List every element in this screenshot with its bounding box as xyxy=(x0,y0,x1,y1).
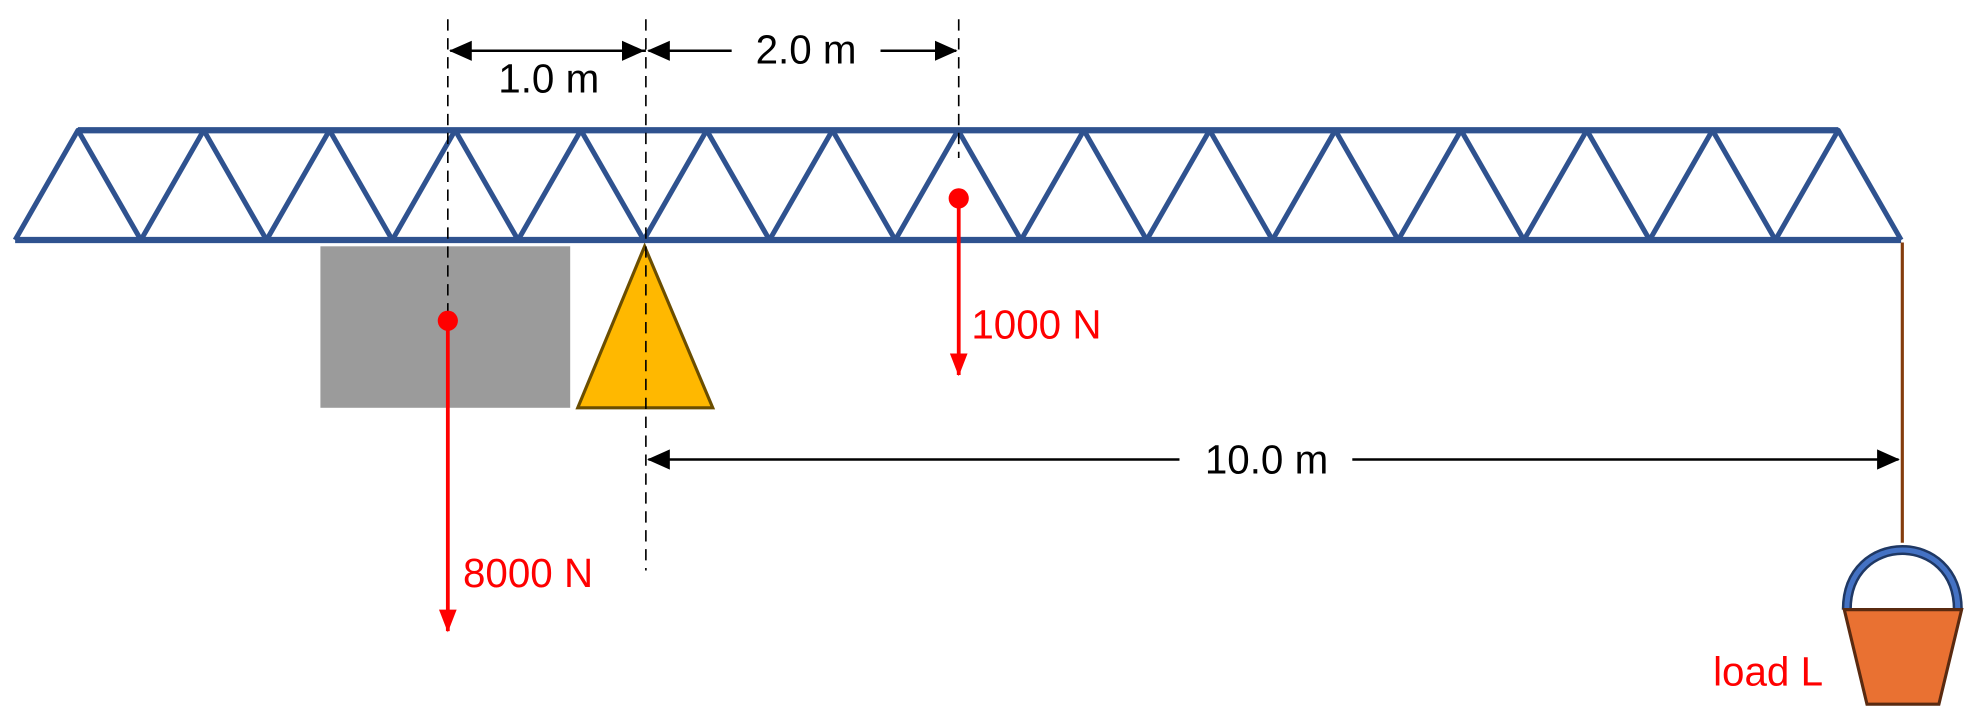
force-label-8000: 8000 N xyxy=(463,550,593,596)
center-of-mass-dot xyxy=(948,188,969,209)
dimension-2m: 2.0 m xyxy=(647,26,958,72)
dimension-10m: 10.0 m xyxy=(647,436,1900,482)
force-label-1000: 1000 N xyxy=(971,301,1101,347)
dimension-label-1m: 1.0 m xyxy=(498,55,599,101)
reference-lines xyxy=(447,19,960,571)
bucket-handle xyxy=(1841,545,1963,610)
dimension-label-2m: 2.0 m xyxy=(756,26,857,72)
center-of-mass-dot xyxy=(437,310,458,331)
dimension-1m: 1.0 m xyxy=(449,40,646,101)
bucket xyxy=(1842,608,1964,706)
force-counterweight: 8000 N xyxy=(437,310,593,633)
force-boom: 1000 N xyxy=(948,188,1101,377)
load-label: load L xyxy=(1713,648,1823,694)
dimension-label-10m: 10.0 m xyxy=(1205,436,1328,482)
